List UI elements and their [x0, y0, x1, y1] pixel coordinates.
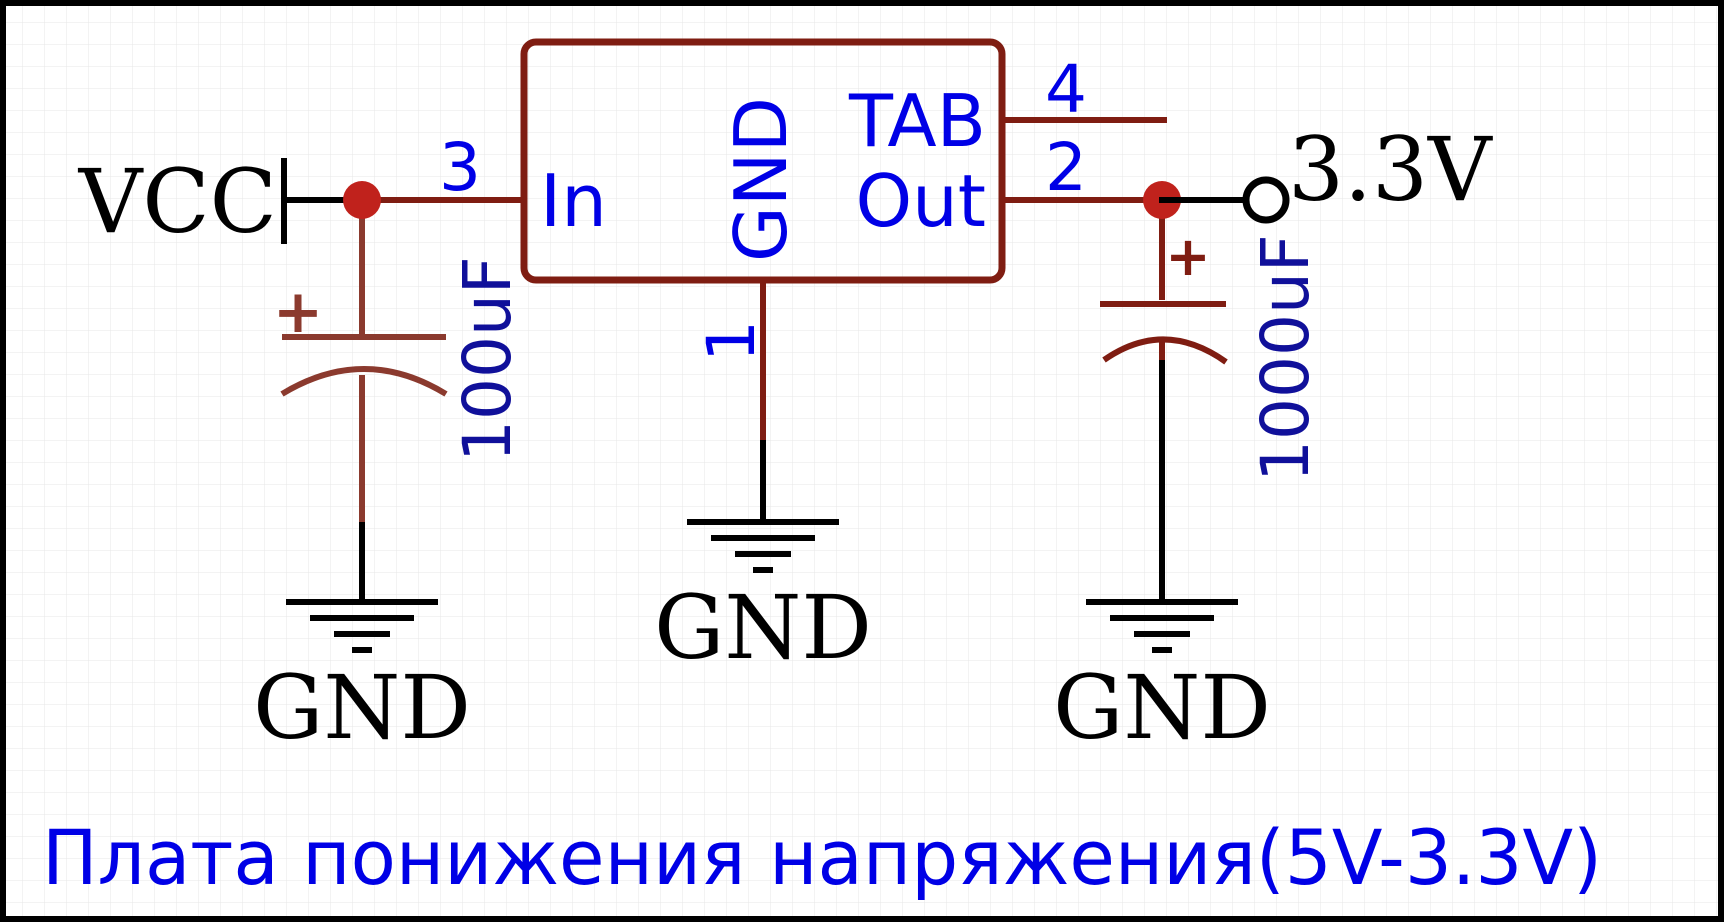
- pin-label-tab: TAB: [848, 79, 986, 163]
- cap-left-polarity: +: [273, 277, 323, 347]
- cap-right-polarity: +: [1165, 225, 1210, 288]
- gnd-right-label: GND: [1053, 656, 1271, 759]
- pin-number-in: 3: [439, 129, 481, 206]
- capacitor-left: + 100uF: [273, 200, 526, 602]
- vcc-label: VCC: [78, 150, 277, 253]
- output-terminal: [1242, 176, 1290, 224]
- capacitor-right: + 1000uF: [1100, 200, 1324, 602]
- vcc-port: VCC: [78, 150, 365, 253]
- gnd-center-label: GND: [654, 576, 872, 679]
- cap-right-value: 1000uF: [1247, 234, 1324, 482]
- pin-label-gnd: GND: [719, 97, 803, 262]
- schematic-caption: Плата понижения напряжения(5V-3.3V): [42, 813, 1602, 902]
- pin-label-in: In: [540, 159, 607, 243]
- junction-left: [343, 181, 381, 219]
- output-net-label: 3.3V: [1288, 118, 1493, 221]
- pin-number-tab: 4: [1045, 51, 1087, 128]
- pin-number-gnd: 1: [693, 320, 770, 362]
- gnd-symbol-center: GND: [654, 519, 872, 679]
- gnd-left-label: GND: [253, 656, 471, 759]
- gnd-symbol-left: GND: [253, 599, 471, 759]
- output-port: 3.3V: [1159, 118, 1493, 224]
- pin-number-out: 2: [1045, 129, 1087, 206]
- cap-left-value: 100uF: [449, 256, 526, 462]
- pin-label-out: Out: [855, 159, 986, 243]
- gnd-symbol-right: GND: [1053, 599, 1271, 759]
